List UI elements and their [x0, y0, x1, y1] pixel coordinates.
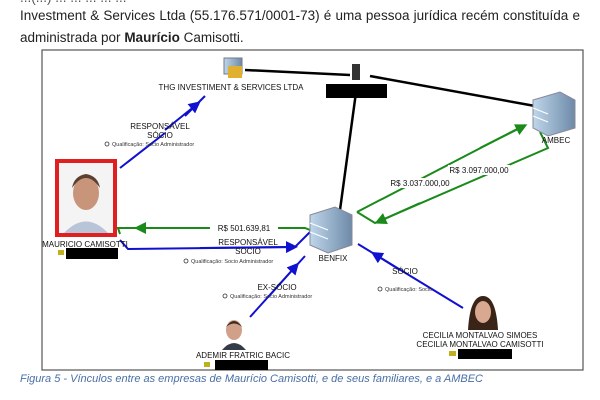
id-card-icon — [449, 351, 456, 356]
text: Camisotti. — [179, 30, 244, 45]
id-card-icon — [204, 362, 210, 367]
edge-label: SÓCIO — [392, 267, 418, 276]
edge-amount: R$ 501.639,81 — [218, 224, 271, 233]
paragraph-line: Investment & Services Ltda (55.176.571/0… — [20, 8, 580, 23]
id-card-icon — [58, 250, 64, 255]
person-photo — [468, 296, 498, 330]
edge-amount: R$ 3.037.000,00 — [390, 179, 450, 188]
building-icon — [309, 206, 353, 254]
node-thg[interactable]: THG INVESTIMENT & SERVICES LTDA — [159, 83, 305, 92]
redacted-box — [458, 349, 512, 359]
black-links — [244, 68, 536, 211]
edge-label: SÓCIO — [147, 131, 173, 140]
edge-qualification: Qualificação: Socio — [385, 287, 432, 293]
paragraph-line-cut: ...(...) ... ... ... ... ... — [20, 0, 580, 9]
bold-name: Maurício — [124, 30, 180, 45]
edge-qualification: Qualificação: Socio Administrador — [230, 294, 312, 300]
building-icon — [532, 91, 576, 137]
redacted-box — [66, 248, 118, 259]
node-benfix[interactable]: BENFIX — [319, 254, 349, 263]
diagram-frame — [41, 49, 584, 371]
phone-icon — [352, 64, 360, 80]
circle-icon — [377, 286, 383, 292]
edge-label: RESPONSÁVEL — [130, 122, 190, 131]
blue-links — [119, 95, 464, 318]
circle-icon — [222, 293, 228, 299]
edge-qualification: Qualificação: Socio Administrador — [112, 142, 194, 148]
redacted-box — [326, 84, 387, 98]
node-cecilia-name2[interactable]: CECILIA MONTALVAO CAMISOTTI — [416, 340, 543, 349]
text: administrada por — [20, 30, 125, 45]
edge-label: EX-SÓCIO — [257, 283, 296, 292]
circle-icon — [183, 258, 189, 264]
node-mauricio[interactable]: MAURICIO CAMISOTTI — [42, 240, 128, 249]
edge-amount: R$ 3.097.000,00 — [449, 166, 509, 175]
redacted-box — [215, 360, 268, 370]
person-photo — [222, 320, 246, 350]
person-photo — [64, 174, 108, 233]
edge-label: RESPONSÁVEL — [218, 238, 278, 247]
edge-qualification: Qualificação: Socio Administrador — [191, 259, 273, 265]
paragraph-line: administrada por Maurício Camisotti. — [20, 27, 580, 49]
green-links — [116, 124, 550, 235]
circle-icon — [104, 141, 110, 147]
node-ademir[interactable]: ADEMIR FRATRIC BACIC — [196, 351, 290, 360]
figure-caption: Figura 5 - Vínculos entre as empresas de… — [20, 373, 484, 385]
node-cecilia-name1[interactable]: CECILIA MONTALVAO SIMOES — [423, 331, 538, 340]
edge-label: SÓCIO — [235, 247, 261, 256]
building-icon — [223, 57, 243, 78]
node-ambec[interactable]: AMBEC — [542, 136, 571, 145]
